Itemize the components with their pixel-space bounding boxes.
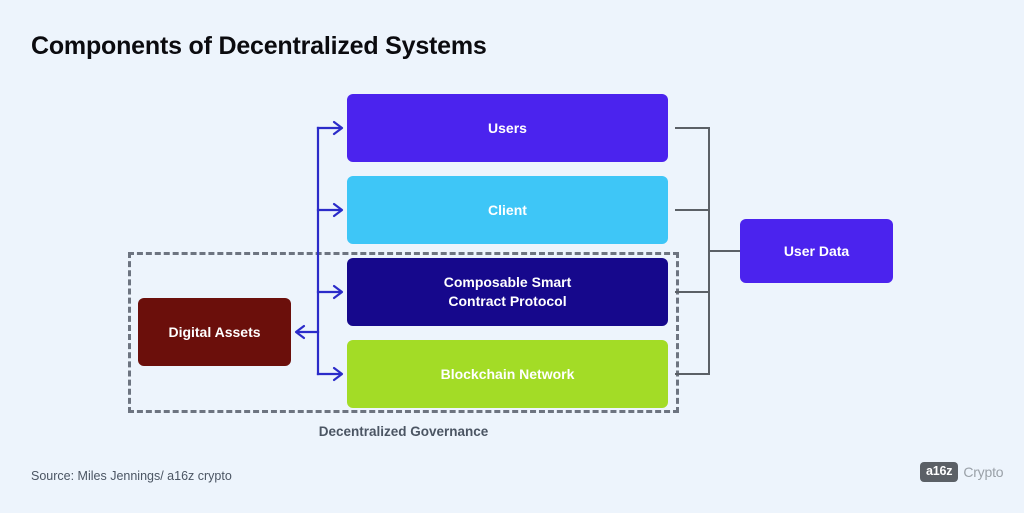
decentralized-governance-region <box>128 252 679 413</box>
arrowhead-users-icon <box>332 120 344 136</box>
node-client-label: Client <box>488 201 527 218</box>
node-users[interactable]: Users <box>347 94 668 162</box>
node-protocol-label-line1: Composable Smart <box>443 274 572 291</box>
node-user-data-label: User Data <box>783 242 850 259</box>
decentralized-governance-caption: Decentralized Governance <box>318 424 489 439</box>
arrowhead-client-icon <box>332 202 344 218</box>
node-chain-label: Blockchain Network <box>440 365 575 382</box>
node-composable-smart-contract-protocol[interactable]: Composable Smart Contract Protocol <box>347 258 668 326</box>
node-blockchain-network[interactable]: Blockchain Network <box>347 340 668 408</box>
node-user-data[interactable]: User Data <box>740 219 893 283</box>
a16z-logo-mark: a16z <box>920 462 959 482</box>
node-digital-assets-label: Digital Assets <box>168 323 261 340</box>
a16z-logo-word: Crypto <box>963 463 1004 480</box>
node-digital-assets[interactable]: Digital Assets <box>138 298 291 366</box>
source-attribution: Source: Miles Jennings/ a16z crypto <box>31 469 232 483</box>
node-protocol-label-line2: Contract Protocol <box>448 293 567 309</box>
page-title: Components of Decentralized Systems <box>31 32 487 60</box>
node-users-label: Users <box>488 119 527 136</box>
a16z-crypto-logo: a16z Crypto <box>920 462 1004 482</box>
node-client[interactable]: Client <box>347 176 668 244</box>
